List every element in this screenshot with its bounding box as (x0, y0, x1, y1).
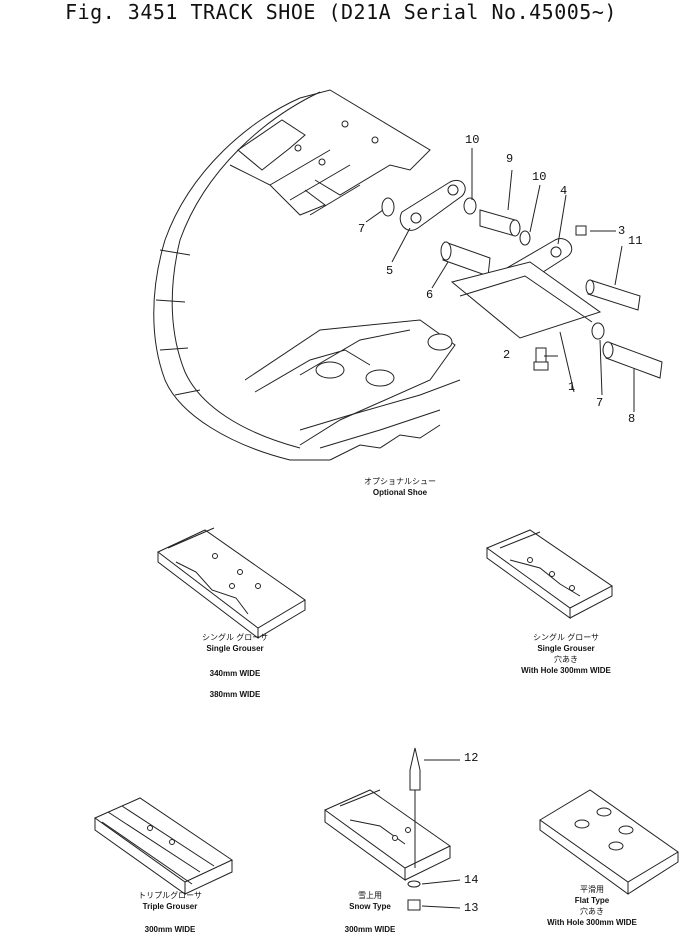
bushing-9 (479, 209, 516, 237)
callout-7a: 7 (358, 222, 366, 236)
optional-en: Optional Shoe (372, 488, 428, 497)
snow-type-shoe (324, 747, 461, 911)
callout-14: 14 (464, 873, 479, 887)
callout-5: 5 (386, 264, 394, 278)
triple-en: Triple Grouser (142, 902, 198, 911)
single-grouser-shoe-2 (485, 529, 613, 619)
callout-4: 4 (560, 184, 568, 198)
single1-w1: 340mm WIDE (209, 669, 261, 678)
caption-snow-type: 雪上用 Snow Type 300mm WIDE (320, 890, 420, 935)
callout-8: 8 (628, 412, 636, 426)
callout-2: 2 (503, 348, 511, 362)
link-parts (365, 148, 663, 412)
triple-jp: トリプルグローサ (138, 891, 202, 900)
snow-w: 300mm WIDE (344, 925, 396, 934)
caption-optional-shoe: オプショナルシュー Optional Shoe (340, 476, 460, 498)
nut-13 (407, 899, 421, 911)
single1-en: Single Grouser (206, 644, 264, 653)
callout-10b: 10 (532, 170, 547, 184)
callout-13: 13 (464, 901, 479, 915)
triple-w: 300mm WIDE (144, 925, 196, 934)
snow-en: Snow Type (349, 902, 391, 911)
single1-w2: 380mm WIDE (209, 690, 261, 699)
bolt-2 (535, 347, 547, 363)
callout-12: 12 (464, 751, 479, 765)
nut-3 (575, 225, 587, 236)
flat-en: Flat Type (574, 896, 610, 905)
snow-spike-12 (409, 747, 421, 791)
seal-7b (591, 322, 605, 340)
figure-title: Fig. 3451 TRACK SHOE (D21A Serial No.450… (65, 0, 617, 24)
single2-hole-jp: 穴あき (554, 655, 578, 664)
pin-11 (587, 279, 641, 311)
triple-grouser-shoe (93, 797, 234, 895)
single1-jp: シングル グローサ (201, 633, 269, 642)
caption-flat-type: 平滑用 Flat Type 穴あき With Hole 300mm WIDE (522, 884, 662, 928)
single2-jp: シングル グローサ (532, 633, 600, 642)
callout-3: 3 (618, 224, 626, 238)
seal-10b (519, 230, 531, 246)
seal-10a (463, 197, 477, 215)
snow-jp: 雪上用 (358, 891, 382, 900)
callout-11: 11 (628, 234, 643, 248)
flat-hole-jp: 穴あき (580, 907, 604, 916)
callout-10a: 10 (465, 133, 480, 147)
caption-single-grouser-1: シングル グローサ Single Grouser 340mm WIDE 380m… (180, 632, 290, 700)
callout-1: 1 (568, 380, 576, 394)
caption-triple-grouser: トリプルグローサ Triple Grouser 300mm WIDE (110, 890, 230, 935)
callout-7b: 7 (596, 396, 604, 410)
shoe-1 (450, 261, 602, 339)
flat-w: With Hole 300mm WIDE (547, 918, 637, 927)
single2-en: Single Grouser (537, 644, 595, 653)
callout-6: 6 (426, 288, 434, 302)
optional-jp: オプショナルシュー (364, 477, 436, 486)
single2-w: With Hole 300mm WIDE (521, 666, 611, 675)
single-grouser-shoe-1 (157, 527, 306, 640)
caption-single-grouser-2: シングル グローサ Single Grouser 穴あき With Hole 3… (496, 632, 636, 676)
track-chain-assembly (153, 89, 461, 461)
washer-14 (407, 880, 421, 888)
flat-jp: 平滑用 (580, 885, 604, 894)
flat-type-shoe (539, 789, 679, 895)
callout-9: 9 (506, 152, 514, 166)
seal-7a (381, 197, 395, 217)
